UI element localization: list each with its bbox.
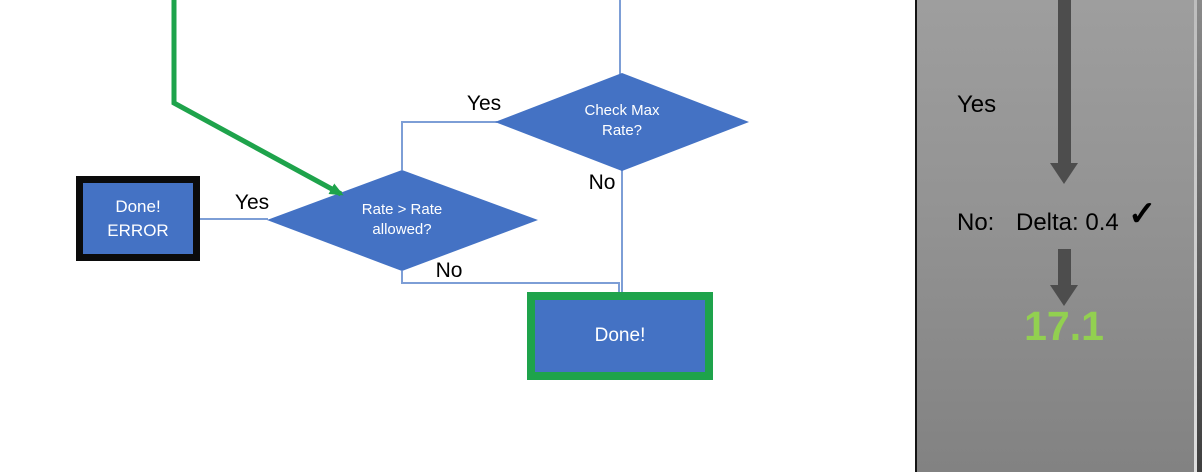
green-arrow-connector [171, 0, 344, 197]
decision-check-max-label: Check Max Rate? [522, 101, 722, 141]
decision-rate-allowed-label: Rate > Rate allowed? [302, 200, 502, 240]
panel-yes-label: Yes [957, 91, 997, 118]
connector-checkmax-yes [401, 121, 497, 170]
side-panel-graphics [1050, 0, 1078, 306]
done-error-box: Done! ERROR [76, 176, 200, 261]
long-down-arrow-head-icon [1050, 163, 1078, 184]
side-panel: Yes No: Delta: 0.4 ✓ 17.1 [915, 0, 1202, 472]
panel-result-value: 17.1 [1024, 303, 1104, 349]
check-icon: ✓ [1128, 195, 1157, 233]
label-checkmax-yes: Yes [466, 92, 502, 115]
panel-delta-value: Delta: 0.4 [1016, 209, 1119, 236]
decision-check-max-rate [495, 73, 749, 171]
label-rate-no: No [435, 259, 463, 282]
label-checkmax-no: No [588, 171, 616, 194]
decision-rate-allowed-line1: Rate > Rate [361, 201, 443, 218]
done-error-line2: ERROR [107, 220, 169, 240]
panel-no-label: No: [957, 209, 995, 236]
short-down-arrow-head-icon [1050, 285, 1078, 306]
flowchart-graphics [171, 0, 749, 292]
done-box: Done! [527, 292, 713, 380]
decision-rate-allowed-line2: allowed? [372, 221, 432, 238]
connector-rate-no [401, 271, 620, 292]
done-box-label: Done! [594, 325, 646, 346]
panel-right-edge-highlight [1194, 0, 1197, 472]
decision-check-max-line1: Check Max [584, 102, 660, 119]
short-down-arrow-icon [1058, 249, 1071, 285]
panel-right-edge-shadow [1197, 0, 1202, 472]
label-rate-yes: Yes [234, 191, 270, 214]
long-down-arrow-icon [1058, 0, 1071, 163]
done-error-line1: Done! [115, 196, 161, 216]
decision-check-max-line2: Rate? [601, 122, 643, 139]
